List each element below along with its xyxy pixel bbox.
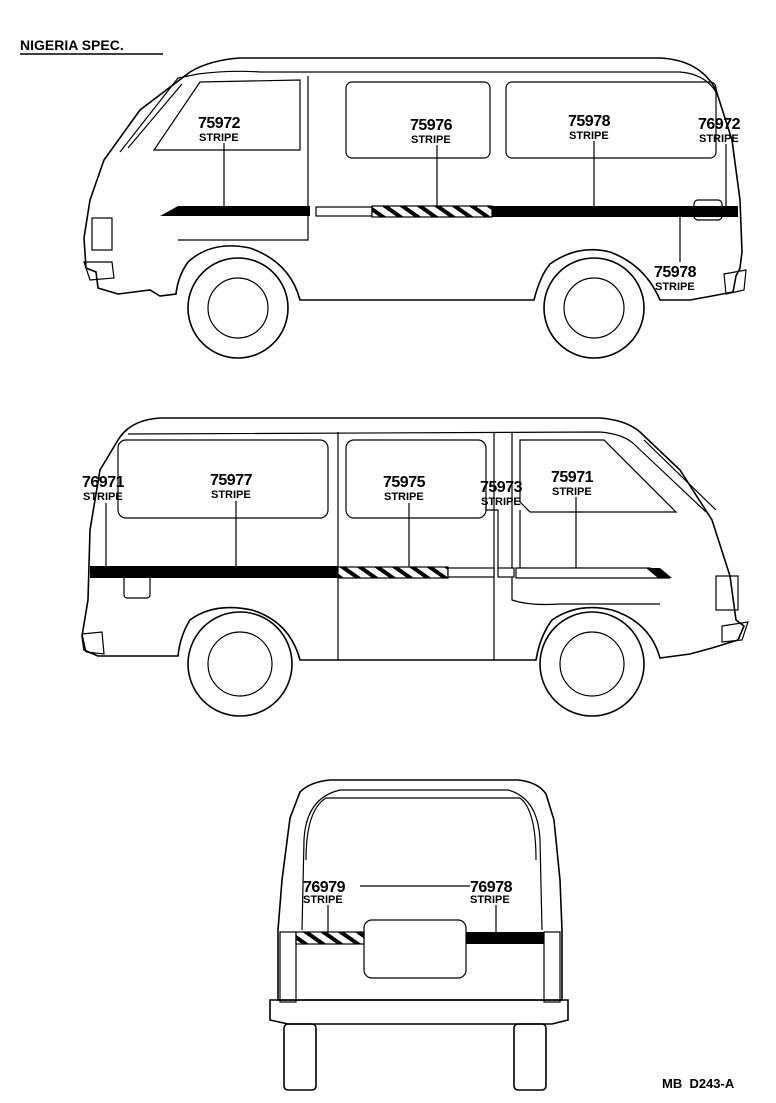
callout-75978-lower: 75978 STRIPE (654, 264, 697, 293)
van3-right-lamp (543, 931, 561, 1003)
van3-rear-glass-top (305, 797, 537, 861)
part-number: 75971 (551, 469, 594, 486)
van2-front-window (519, 439, 678, 513)
van1-rear-window (505, 81, 717, 159)
part-number: 76971 (82, 474, 125, 491)
van2-rear-wheel (187, 611, 293, 717)
van1-front-wheel (187, 257, 289, 359)
van2-front-bumper (721, 621, 749, 643)
van3-right-tire (513, 1023, 547, 1091)
diagram-code: MB D243-A (662, 1076, 735, 1091)
van2-stripe-door-piece (497, 567, 515, 578)
part-label: STRIPE (384, 491, 424, 503)
callout-76978: 76978 STRIPE (470, 879, 513, 906)
part-number: 75978 (568, 113, 611, 130)
van1-rear-hub (563, 277, 625, 339)
van2-stripe-hatched (337, 566, 449, 579)
part-number: 75977 (210, 472, 253, 489)
van2-windshield (635, 445, 707, 513)
van2-front-wheel (539, 611, 645, 717)
van1-rear-bumper (723, 269, 747, 295)
van2-middle-window (345, 439, 487, 519)
part-label: STRIPE (211, 489, 251, 501)
part-label: STRIPE (83, 491, 123, 503)
van2-stripe-gap (447, 567, 495, 578)
van3-bumper (269, 999, 569, 1025)
van1-a-pillar (119, 73, 199, 153)
callout-76972: 76972 STRIPE (698, 116, 741, 145)
part-number: 76978 (470, 879, 513, 896)
callout-75977: 75977 STRIPE (210, 472, 253, 501)
van1-front-door (178, 76, 309, 241)
van1-front-hub (207, 277, 269, 339)
van1-stripe-hatched (371, 205, 493, 218)
van3-left-lamp (279, 931, 297, 1003)
van1-stripe-rear (492, 206, 738, 217)
van1-headlight (91, 217, 113, 251)
callout-75975: 75975 STRIPE (383, 474, 426, 503)
part-number: 75972 (198, 115, 241, 132)
van2-front-door (511, 432, 660, 606)
van2-front-hub (559, 631, 625, 697)
van1-windshield-edge (127, 83, 183, 149)
van2-windshield-edge (643, 439, 717, 511)
van2-roof-line (127, 431, 637, 447)
van3-license-plate-recess (363, 919, 467, 979)
callout-75976: 75976 STRIPE (410, 117, 453, 146)
callout-76979: 76979 STRIPE (303, 879, 346, 906)
van2-stripe-rear (90, 566, 338, 578)
van2-rear-bumper (81, 631, 105, 655)
van2-body (81, 417, 745, 661)
van3-back-door (301, 789, 543, 931)
part-label: STRIPE (303, 894, 343, 906)
part-number: 75976 (410, 117, 453, 134)
van3-stripe-left (295, 931, 365, 945)
callout-75972: 75972 STRIPE (198, 115, 241, 144)
part-label: STRIPE (411, 134, 451, 146)
van2-rear-hub (207, 631, 273, 697)
callout-76971: 76971 STRIPE (82, 474, 125, 503)
van1-middle-window (345, 81, 491, 159)
part-number: 75973 (480, 479, 523, 496)
part-label: STRIPE (481, 496, 521, 508)
van2-headlight (715, 575, 739, 611)
van-rear-view (269, 779, 569, 1091)
van2-stripe-front-tip (646, 568, 672, 578)
van3-left-tire (283, 1023, 317, 1091)
part-label: STRIPE (655, 281, 695, 293)
van2-stripe-front (515, 567, 671, 579)
van-side-view-1 (83, 57, 747, 359)
diagram-title: NIGERIA SPEC. (20, 37, 124, 53)
part-label: STRIPE (552, 486, 592, 498)
part-label: STRIPE (199, 132, 239, 144)
van1-body (83, 57, 743, 301)
callout-75973: 75973 STRIPE (480, 479, 523, 508)
van3-body (277, 779, 563, 1001)
van1-stripe-front (160, 206, 310, 216)
part-label: STRIPE (470, 894, 510, 906)
van1-rear-wheel (543, 257, 645, 359)
van1-stripe-door-gap (315, 206, 373, 217)
van1-front-window (152, 79, 301, 151)
van-side-view-2 (81, 417, 749, 717)
callout-75978-upper: 75978 STRIPE (568, 113, 611, 142)
van2-rear-window (117, 439, 329, 519)
part-number: 75975 (383, 474, 426, 491)
callout-75971: 75971 STRIPE (551, 469, 594, 498)
part-number: 75978 (654, 264, 697, 281)
part-number: 76972 (698, 116, 741, 133)
part-label: STRIPE (569, 130, 609, 142)
part-number: 76979 (303, 879, 346, 896)
van1-front-bumper (83, 261, 115, 281)
part-label: STRIPE (699, 133, 739, 145)
van3-stripe-right (466, 932, 544, 944)
